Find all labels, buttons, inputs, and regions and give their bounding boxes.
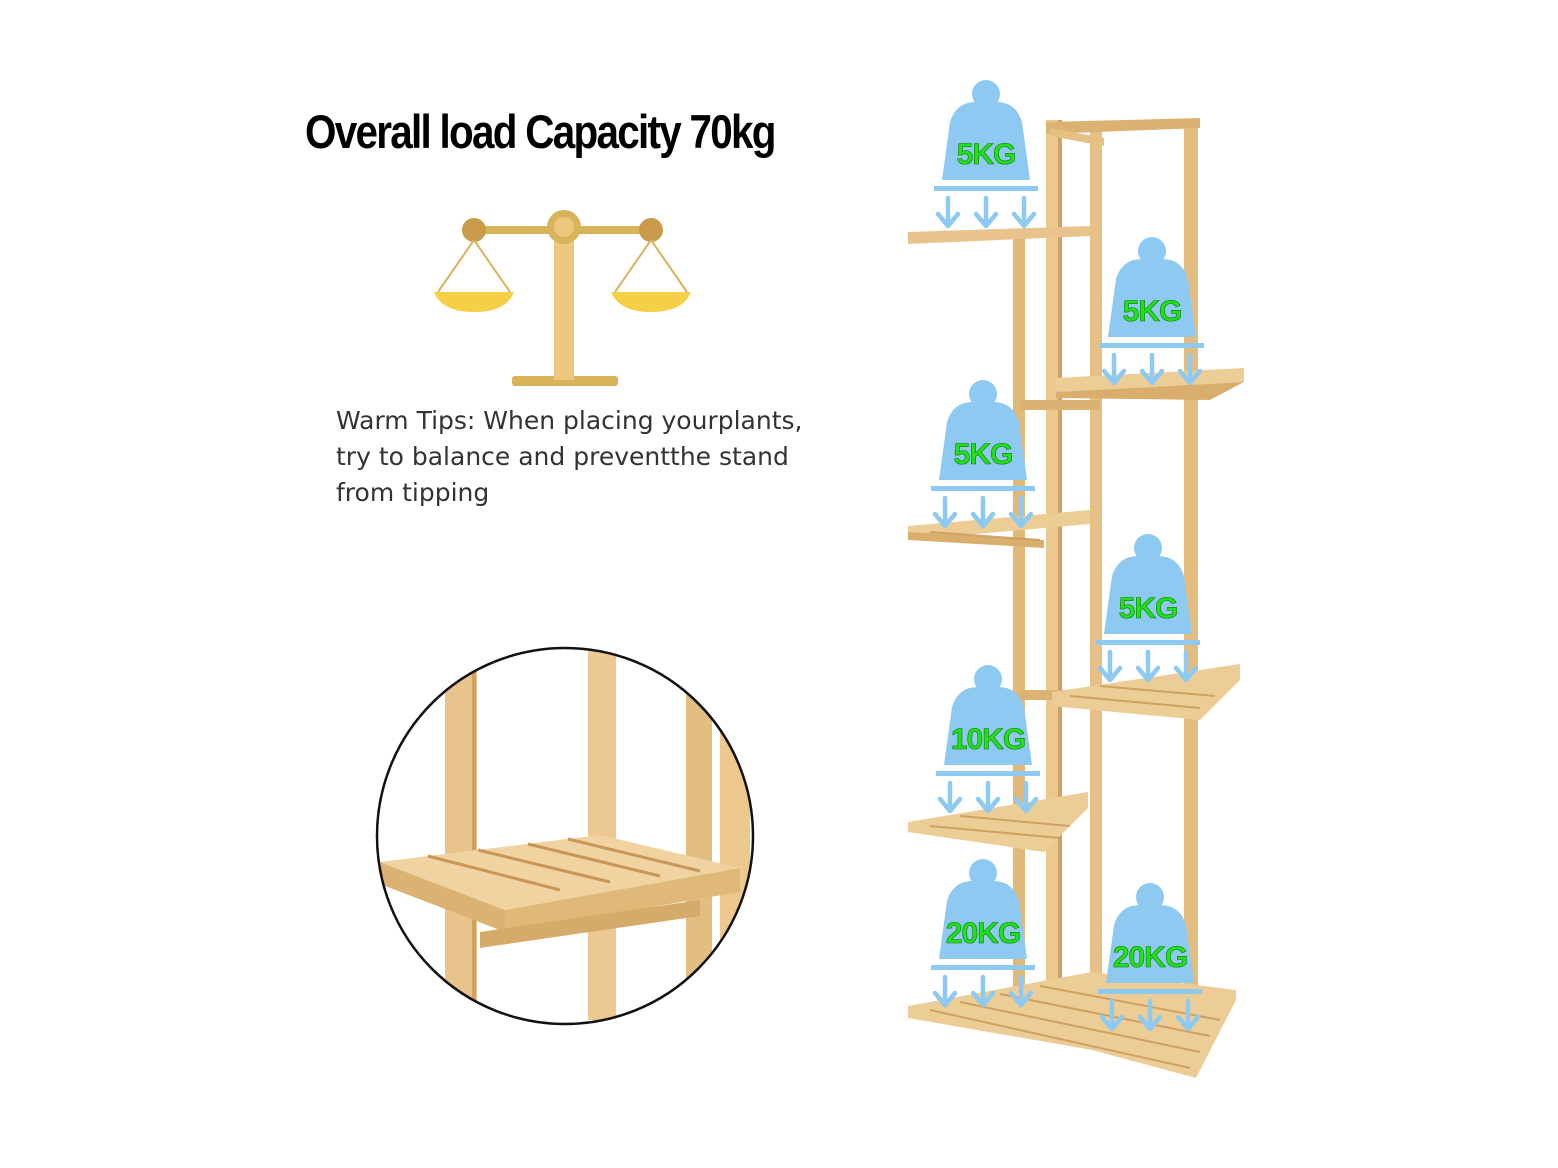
weight-label: 5KG [1119,592,1178,625]
weight-lower-left: 10KG [936,665,1040,811]
weight-upper-right: 5KG [1100,237,1204,383]
weight-label: 5KG [954,438,1013,471]
weight-label: 20KG [946,917,1020,950]
arrow-down-icon [1100,652,1196,680]
tips-line-3: from tipping [336,478,490,507]
balance-scale-icon [434,210,691,386]
arrow-down-icon [938,198,1034,226]
weight-bottom-right: 20KG [1098,883,1202,1029]
weight-label: 20KG [1113,941,1187,974]
shelf-detail-zoom [375,646,755,1026]
warm-tips-text: Warm Tips: When placing yourplants, try … [336,403,816,511]
weight-middle-right: 5KG [1096,534,1200,680]
weight-bottom-left: 20KG [931,859,1035,1005]
weight-label: 5KG [1123,295,1182,328]
weight-label: 5KG [957,138,1016,171]
plant-stand [908,118,1244,1078]
tips-line-1: Warm Tips: When placing yourplants, [336,406,803,435]
capacity-headline: Overall load Capacity 70kg [305,105,776,158]
kettlebell-weight-icon [934,80,1038,191]
weight-middle-left: 5KG [931,380,1035,526]
weight-label: 10KG [951,723,1025,756]
tips-line-2: try to balance and preventthe stand [336,442,789,471]
weight-top-left: 5KG [934,80,1038,226]
